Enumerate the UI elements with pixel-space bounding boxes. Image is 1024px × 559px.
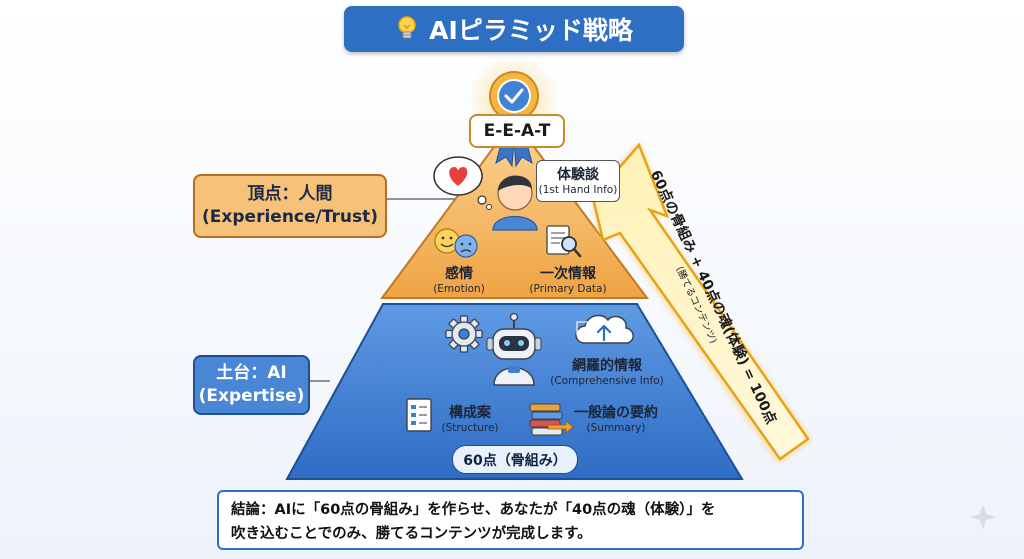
base-label: 土台：AI (Expertise) [193, 355, 310, 415]
conclusion-line1: 結論：AIに「60点の骨組み」を作らせ、あなたが「40点の魂（体験）」を [231, 502, 716, 518]
experience-story-bubble: 体験談 (1st Hand Info) [536, 160, 620, 202]
arrow-text: 60点の骨組み + 40点の魂(体験) = 100点 (勝てるコンテンツ) [647, 168, 779, 427]
summary-en: (Summary) [586, 422, 646, 434]
document-search-icon [546, 225, 582, 258]
heart-thought-bubble-icon [433, 156, 492, 210]
verified-badge-icon [489, 71, 539, 121]
title-text: AIピラミッド戦略 [429, 16, 633, 45]
page-title: AIピラミッド戦略 [344, 6, 684, 52]
base-label-line1: 土台：AI [216, 363, 287, 383]
peak-label-line2: (Experience/Trust) [202, 207, 378, 227]
lightbulb-icon [398, 16, 416, 39]
primary-data-en: (Primary Data) [529, 283, 607, 295]
experience-story-en: (1st Hand Info) [538, 184, 618, 196]
structure-en: (Structure) [441, 422, 499, 434]
comprehensive-info-text: 網羅的情報 (Comprehensive Info) [544, 355, 670, 387]
primary-data-jp: 一次情報 [540, 266, 596, 282]
base-score-pill: 60点（骨組み） [452, 445, 578, 474]
comprehensive-info-en: (Comprehensive Info) [550, 375, 664, 387]
conclusion-line2: 吹き込むことでのみ、勝てるコンテンツが完成します。 [231, 526, 592, 542]
bracket-decoration [576, 321, 590, 335]
person-avatar-icon [492, 175, 538, 231]
books-summary-icon [529, 403, 574, 436]
emotion-faces-icon [434, 228, 478, 258]
summary-text: 一般論の要約 (Summary) [568, 402, 664, 434]
experience-story-jp: 体験談 [557, 167, 599, 183]
comprehensive-info-jp: 網羅的情報 [572, 358, 642, 374]
summary-jp: 一般論の要約 [574, 405, 658, 421]
peak-label-line1: 頂点：人間 [247, 184, 333, 204]
eeat-label: E-E-A-T [469, 114, 565, 148]
emotion-jp: 感情 [445, 266, 473, 282]
primary-data-text: 一次情報 (Primary Data) [518, 263, 618, 295]
emotion-en: (Emotion) [433, 283, 485, 295]
conclusion-box: 結論：AIに「60点の骨組み」を作らせ、あなたが「40点の魂（体験）」を 吹き込… [217, 490, 804, 550]
pyramid-base [285, 303, 744, 480]
total-score-arrow [591, 141, 812, 464]
checklist-icon [406, 398, 432, 432]
base-score-text: 60点（骨組み） [463, 452, 567, 469]
emotion-text: 感情 (Emotion) [424, 263, 494, 295]
cloud-upload-icon [575, 314, 634, 344]
peak-label: 頂点：人間 (Experience/Trust) [193, 174, 387, 238]
structure-jp: 構成案 [449, 405, 491, 421]
robot-icon [486, 312, 542, 386]
gear-icon [445, 315, 483, 353]
sparkle-icon [970, 504, 996, 530]
base-label-line2: (Expertise) [198, 386, 305, 406]
structure-text: 構成案 (Structure) [437, 402, 503, 434]
eeat-text: E-E-A-T [483, 121, 551, 141]
